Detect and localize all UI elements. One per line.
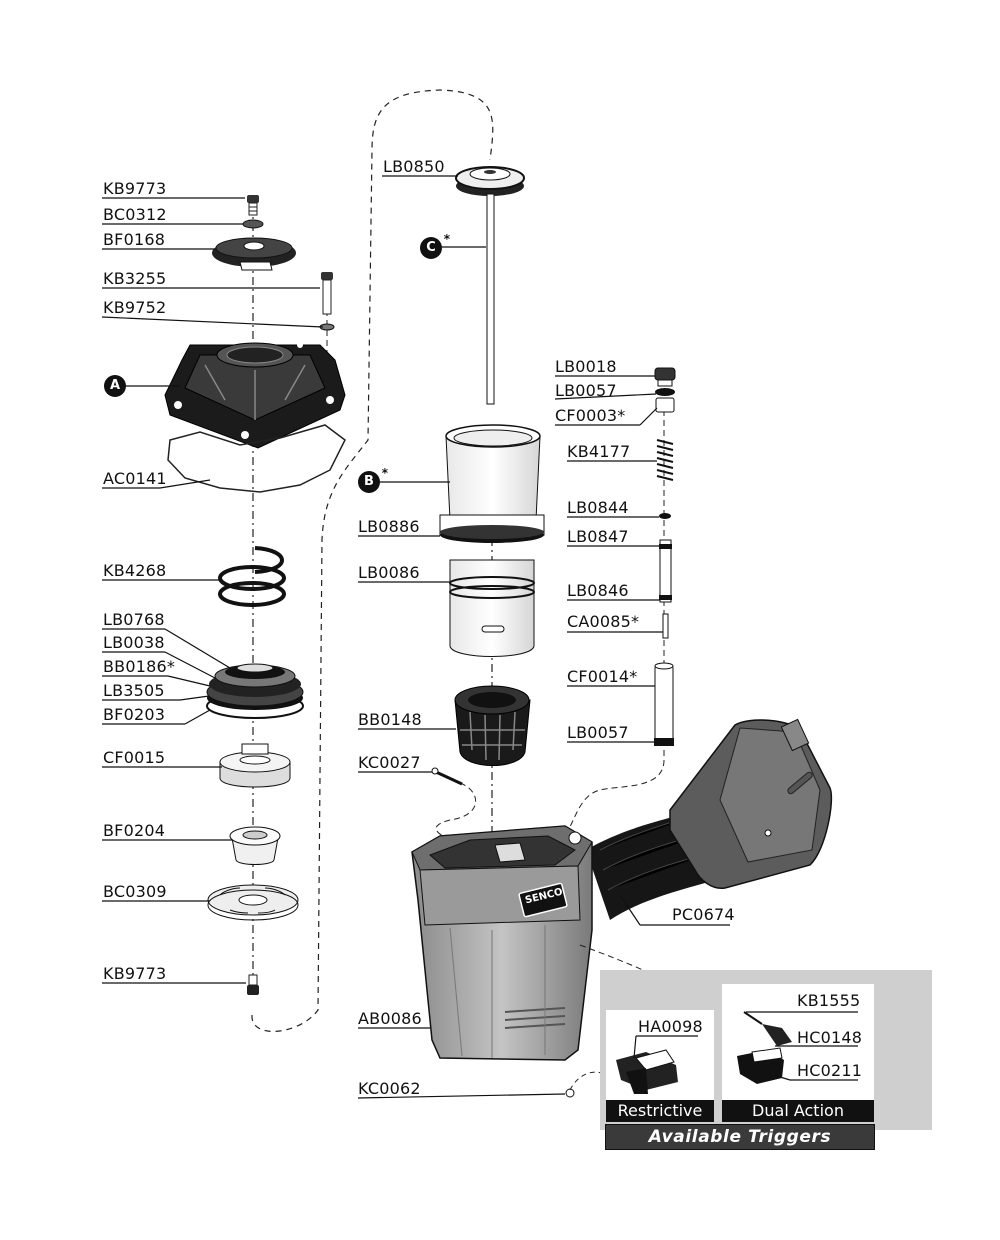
label-bb0148: BB0148	[358, 710, 422, 729]
part-lb0850-piston	[455, 166, 525, 196]
label-kc0062: KC0062	[358, 1079, 421, 1098]
available-triggers-title: Available Triggers	[605, 1124, 875, 1150]
label-ab0086: AB0086	[358, 1009, 422, 1028]
label-kb3255: KB3255	[103, 269, 167, 288]
label-lb0886: LB0886	[358, 517, 420, 536]
label-pc0674: PC0674	[672, 905, 735, 924]
part-cf0003	[655, 397, 675, 413]
label-bc0312: BC0312	[103, 205, 167, 224]
part-ac0141-gasket	[167, 424, 346, 493]
label-kc0027: KC0027	[358, 753, 421, 772]
badge-c: C*	[420, 232, 450, 259]
label-lb3505: LB3505	[103, 681, 165, 700]
label-bf0204: BF0204	[103, 821, 166, 840]
label-lb0847: LB0847	[567, 527, 629, 546]
dual-action-trigger-box	[722, 984, 874, 1100]
part-cf0014	[654, 662, 674, 746]
label-lb0086: LB0086	[358, 563, 420, 582]
part-cf0015	[219, 743, 291, 788]
part-kb4177-spring	[656, 439, 674, 481]
part-ca0085	[662, 613, 669, 639]
label-lb0850: LB0850	[383, 157, 445, 176]
label-ca0085: CA0085*	[567, 612, 640, 631]
label-kb9773-top: KB9773	[103, 179, 167, 198]
part-bc0312	[242, 219, 264, 229]
label-kb4268: KB4268	[103, 561, 167, 580]
label-lb0018: LB0018	[555, 357, 617, 376]
part-kb3255	[321, 272, 333, 315]
restrictive-trigger-drawing	[616, 1049, 678, 1094]
part-kb9773-top	[247, 195, 259, 216]
part-lb0018	[654, 367, 676, 387]
part-bf0168	[212, 237, 296, 271]
label-cf0014: CF0014*	[567, 667, 638, 686]
part-a-cap-housing	[164, 342, 346, 449]
label-kb9773-bottom: KB9773	[103, 964, 167, 983]
part-kc0027-pin	[431, 767, 463, 786]
trigger-path	[579, 944, 701, 1001]
label-bf0203: BF0203	[103, 705, 166, 724]
part-kb4268-spring	[218, 546, 286, 607]
part-lb0057-top	[655, 388, 675, 396]
part-bc0309	[207, 884, 299, 921]
part-lb0844	[659, 513, 671, 519]
label-lb0846: LB0846	[567, 581, 629, 600]
label-ha0098: HA0098	[638, 1017, 703, 1036]
part-valve-stack	[206, 663, 304, 719]
dual-action-caption: Dual Action	[722, 1100, 874, 1122]
part-c-driver	[486, 193, 495, 405]
label-hc0148: HC0148	[797, 1028, 863, 1047]
part-ab0086-body	[411, 718, 833, 1061]
label-bf0168: BF0168	[103, 230, 166, 249]
label-lb0038: LB0038	[103, 633, 165, 652]
part-b-cylinder	[439, 424, 545, 657]
part-lb0847-lb0846	[659, 539, 672, 603]
part-bf0204	[229, 826, 281, 865]
restrictive-trigger-box	[606, 1010, 714, 1100]
label-kb9752: KB9752	[103, 298, 167, 317]
part-kc0062	[565, 1088, 575, 1098]
leader-lines	[101, 175, 730, 1099]
label-lb0057-bottom: LB0057	[567, 723, 629, 742]
label-lb0057-top: LB0057	[555, 381, 617, 400]
assembly-path-loop	[251, 89, 494, 1033]
label-hc0211: HC0211	[797, 1061, 863, 1080]
part-kb9773-bottom	[247, 974, 259, 995]
label-lb0768: LB0768	[103, 610, 165, 629]
part-bb0148	[454, 685, 531, 766]
badge-a: A	[104, 375, 126, 397]
label-lb0844: LB0844	[567, 498, 629, 517]
label-ac0141: AC0141	[103, 469, 167, 488]
label-cf0015: CF0015	[103, 748, 166, 767]
label-kb1555: KB1555	[797, 991, 861, 1010]
right-to-body-path	[567, 759, 665, 831]
label-bc0309: BC0309	[103, 882, 167, 901]
label-cf0003: CF0003*	[555, 406, 626, 425]
label-kb4177: KB4177	[567, 442, 631, 461]
badge-b: B*	[358, 466, 388, 493]
restrictive-caption: Restrictive	[606, 1100, 714, 1122]
label-bb0186: BB0186*	[103, 657, 176, 676]
